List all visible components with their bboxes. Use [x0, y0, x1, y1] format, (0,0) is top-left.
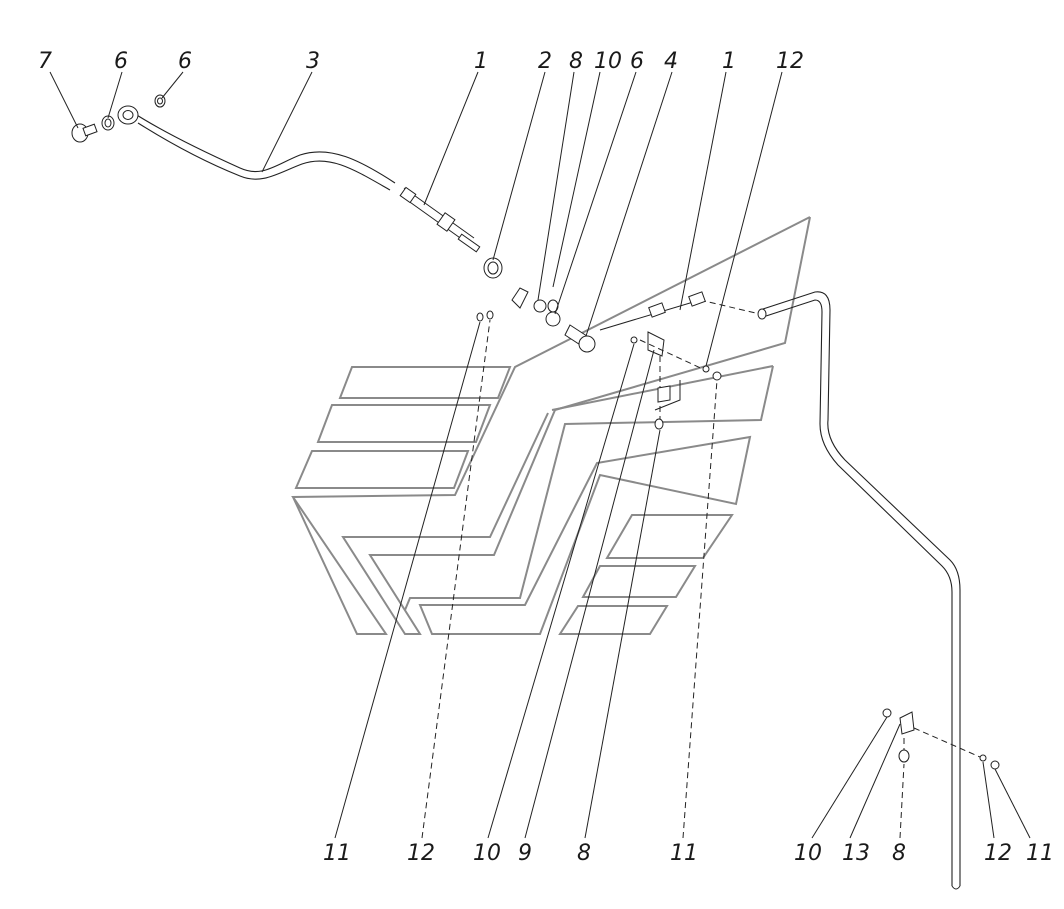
background-panel [291, 216, 811, 635]
callout-6a: 6 [114, 49, 128, 74]
pipe-left [117, 105, 396, 191]
callout-8a: 8 [569, 49, 583, 74]
nuts-left [476, 310, 494, 322]
callout-10c: 10 [794, 841, 822, 866]
callout-6c: 6 [630, 49, 644, 74]
connector-4 [564, 324, 596, 353]
clamp-assembly-right [599, 291, 761, 331]
callout-7: 7 [38, 49, 52, 74]
callout-10a: 10 [594, 49, 622, 74]
banjo-bolt [71, 123, 98, 143]
callout-4: 4 [664, 49, 678, 74]
callout-2: 2 [538, 49, 552, 74]
callouts-top: 7 6 6 3 1 2 8 10 6 4 1 12 [38, 49, 804, 74]
callout-11b: 11 [670, 841, 698, 866]
bracket-center [511, 287, 529, 309]
callout-8b: 8 [577, 841, 591, 866]
leader-lines [49, 71, 1031, 839]
callout-9: 9 [518, 841, 532, 866]
callout-12c: 12 [984, 841, 1012, 866]
callout-11a: 11 [323, 841, 351, 866]
callout-1b: 1 [722, 49, 736, 74]
bushing-center [533, 299, 561, 327]
washer-6a [101, 115, 115, 131]
pipe-right [757, 291, 961, 890]
callout-13: 13 [842, 841, 870, 866]
callout-12b: 12 [407, 841, 435, 866]
callouts-bottom: 11 12 10 9 8 11 10 13 8 12 11 [323, 841, 1054, 866]
callout-1a: 1 [474, 49, 488, 74]
bracket-mid [630, 331, 722, 430]
callout-12a: 12 [776, 49, 804, 74]
callout-6b: 6 [178, 49, 192, 74]
callout-8c: 8 [892, 841, 906, 866]
callout-3: 3 [306, 49, 320, 74]
fitting-2 [483, 257, 503, 279]
callout-10b: 10 [473, 841, 501, 866]
bracket-bottom-right [882, 708, 1000, 770]
callout-11c: 11 [1026, 841, 1054, 866]
clamp-assembly-left [399, 186, 481, 253]
